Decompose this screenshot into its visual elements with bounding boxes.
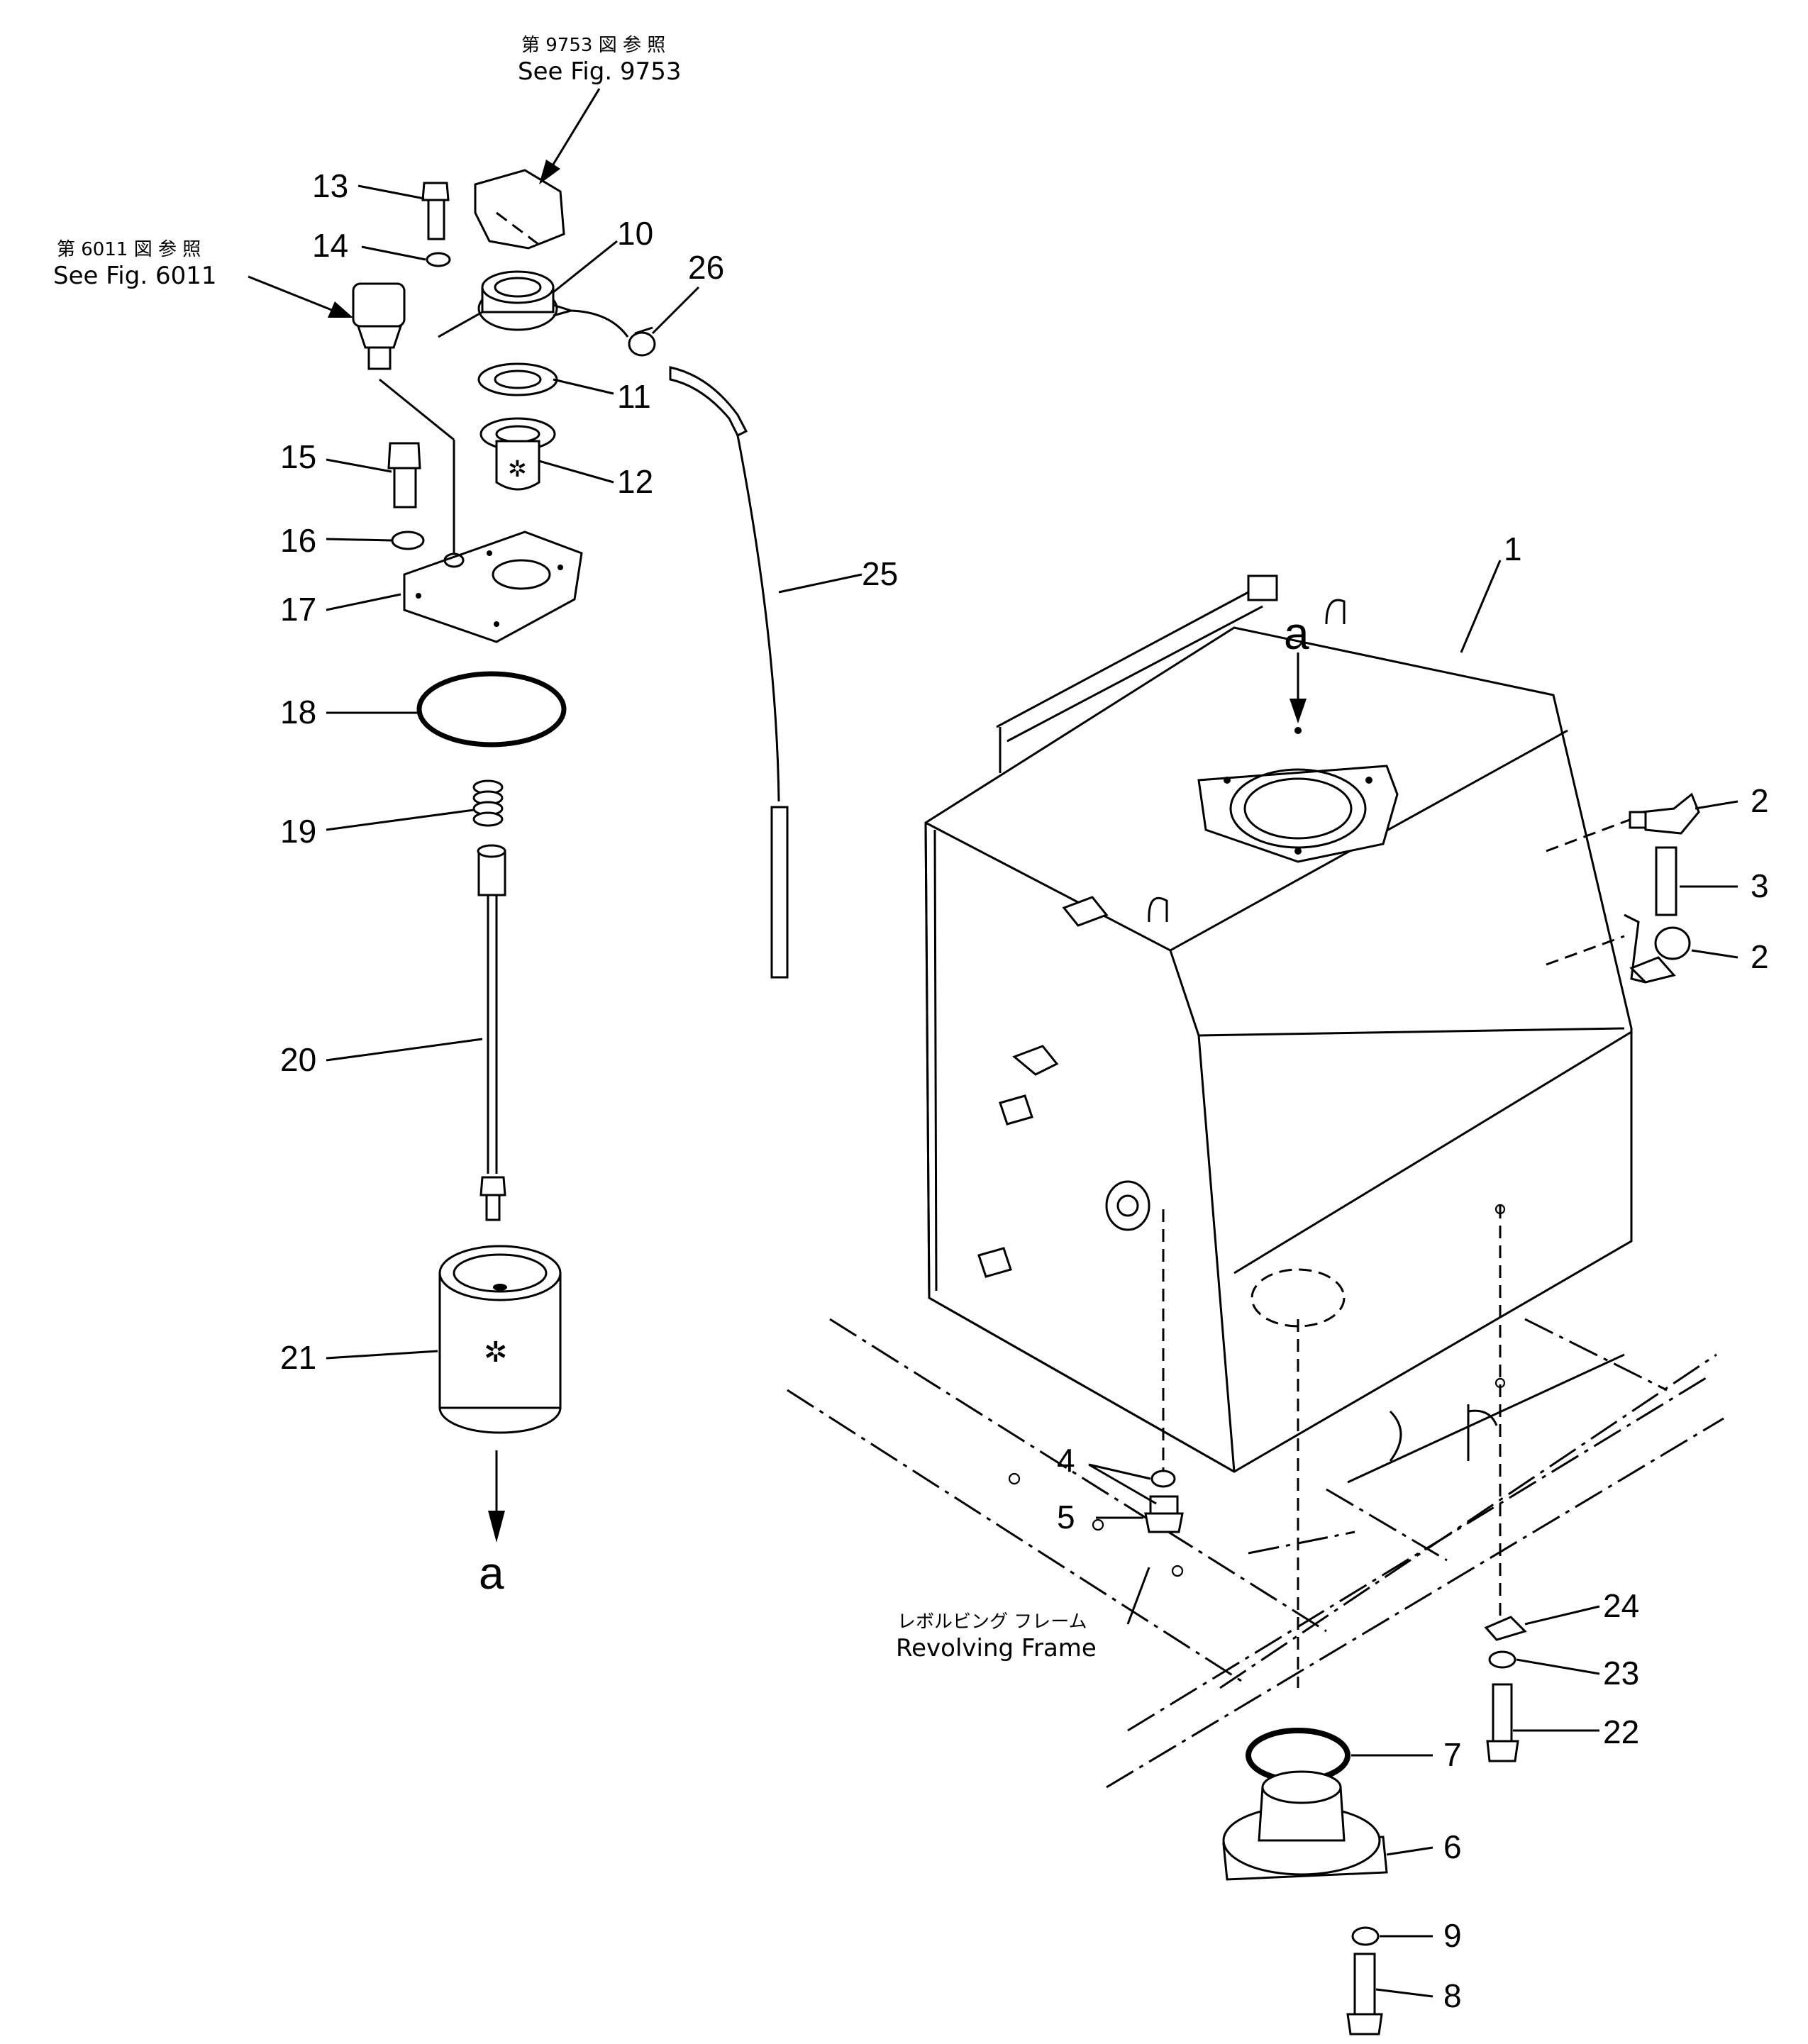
part-number: 10 — [617, 215, 653, 252]
clamp-26 — [628, 326, 656, 357]
part-number: 25 — [862, 555, 898, 592]
cover-17 — [403, 531, 583, 643]
part-number: 16 — [280, 522, 316, 559]
part-number: 24 — [1603, 1587, 1639, 1624]
cover-6 — [1222, 1770, 1388, 1881]
dipstick-reference — [352, 282, 406, 370]
ref-6011-en: See Fig. 6011 — [53, 262, 216, 290]
part-number: 8 — [1443, 1977, 1462, 2014]
revolving-frame — [787, 1318, 1724, 1789]
spring-19 — [472, 779, 504, 827]
ref-9753-en: See Fig. 9753 — [518, 57, 681, 86]
part-numbers: 1 2 2 3 4 5 6 7 8 9 10 11 12 13 14 15 16… — [280, 167, 1769, 2014]
washer-14 — [426, 252, 451, 267]
gauge-tube-25 — [770, 806, 789, 979]
part-number: 5 — [1057, 1499, 1075, 1535]
part-number: 2 — [1751, 782, 1769, 819]
part-number: 1 — [1504, 531, 1522, 567]
frame-label-jp: レボルビング フレーム — [897, 1611, 1087, 1633]
bolt-22 — [1486, 1683, 1519, 1762]
washer-23 — [1488, 1650, 1516, 1669]
part-number: 11 — [617, 378, 651, 415]
part-number: 6 — [1443, 1828, 1462, 1865]
cap-10 — [477, 270, 575, 331]
drain-plug-5 — [1144, 1495, 1184, 1533]
part-number: 18 — [280, 694, 316, 731]
ref-6011-jp: 第 6011 図 参 照 — [57, 239, 201, 260]
part-number: 2 — [1751, 938, 1769, 975]
svg-text:✲: ✲ — [508, 456, 527, 482]
breather-reference — [474, 169, 565, 250]
part-number: 17 — [280, 591, 316, 628]
rod-20 — [477, 844, 506, 1221]
part-number: 23 — [1603, 1655, 1639, 1692]
washer-9 — [1351, 1926, 1380, 1946]
part-number: 4 — [1057, 1442, 1075, 1479]
part-number: 7 — [1443, 1736, 1462, 1773]
part-number: 14 — [312, 227, 348, 264]
filter-element-21: ✲ — [438, 1245, 562, 1434]
screw-13 — [421, 182, 450, 240]
strainer-12: ✲ — [479, 417, 556, 491]
part-number: 3 — [1751, 867, 1769, 904]
part-number: 9 — [1443, 1917, 1462, 1954]
part-number: 22 — [1603, 1713, 1639, 1750]
elbow-fitting-upper — [1629, 792, 1700, 835]
hydraulic-tank — [924, 574, 1633, 1473]
part-number: 19 — [280, 813, 316, 850]
part-number: 20 — [280, 1041, 316, 1078]
frame-label-en: Revolving Frame — [896, 1634, 1097, 1662]
part-number: 21 — [280, 1339, 316, 1376]
bolt-15 — [387, 442, 421, 509]
o-ring-4 — [1150, 1470, 1176, 1488]
leader-lines — [326, 184, 1738, 1998]
bolt-8 — [1346, 1953, 1383, 2035]
washer-16 — [391, 531, 425, 550]
view-marker-a-top: a — [1284, 608, 1309, 659]
ref-9753-jp: 第 9753 図 参 照 — [521, 35, 665, 56]
hose — [1655, 846, 1677, 916]
part-number: 26 — [688, 249, 724, 286]
o-ring-18 — [416, 671, 567, 748]
part-number: 12 — [617, 463, 653, 500]
plate-24 — [1484, 1616, 1527, 1641]
svg-text:✲: ✲ — [484, 1337, 508, 1368]
view-marker-a-bottom: a — [479, 1548, 504, 1599]
part-number: 15 — [280, 438, 316, 475]
elbow-fitting-lower — [1629, 926, 1691, 984]
part-number: 13 — [312, 167, 348, 204]
gasket-11 — [477, 362, 558, 396]
